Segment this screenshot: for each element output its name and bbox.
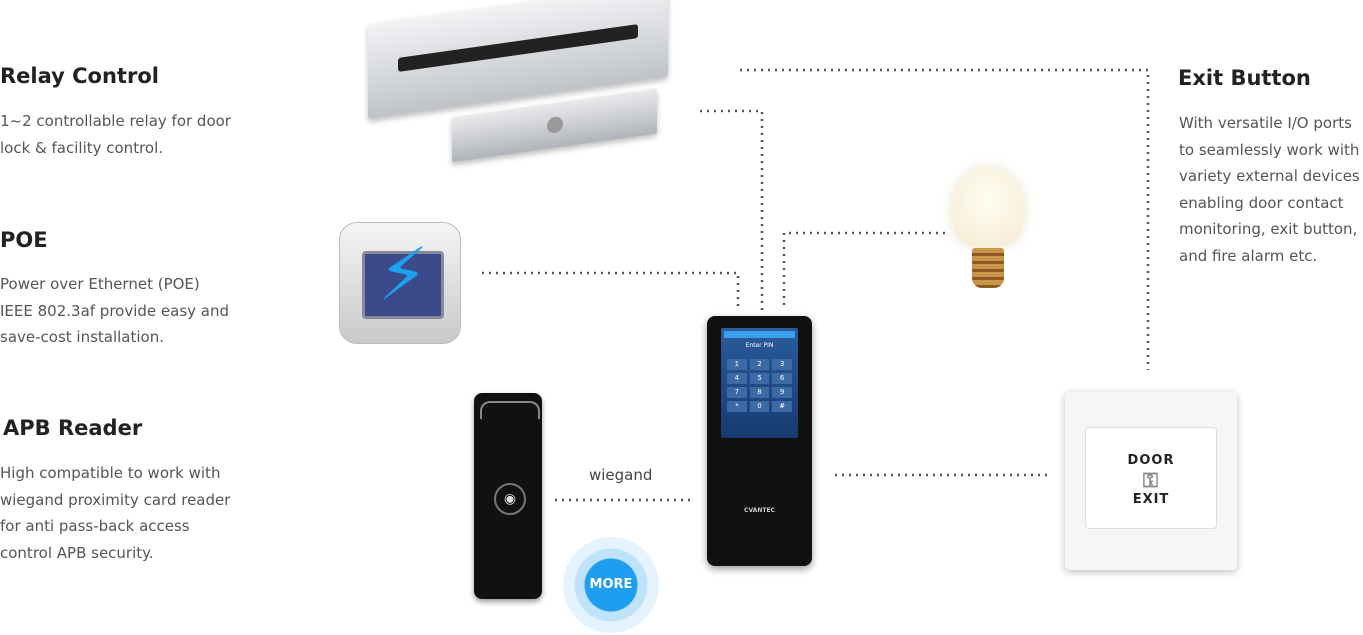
desc-line: lock & facility control. bbox=[0, 138, 164, 157]
exit-door-label: DOOR bbox=[1127, 453, 1175, 468]
poe-image: ⚡ bbox=[339, 222, 461, 344]
desc-line: 1~2 controllable relay for door bbox=[0, 112, 231, 130]
desc-line: Power over Ethernet (POE) bbox=[0, 275, 200, 293]
key: * bbox=[727, 401, 747, 412]
access-terminal-image: Enter PIN 1 2 3 4 5 6 7 8 9 * 0 # CVANTE… bbox=[707, 316, 812, 566]
ethernet-port-icon bbox=[362, 251, 444, 319]
key: 5 bbox=[749, 373, 770, 384]
exit-exit-label: EXIT bbox=[1132, 492, 1170, 507]
more-button[interactable]: MORE bbox=[563, 537, 659, 633]
key: 2 bbox=[749, 359, 770, 370]
wiegand-label: wiegand bbox=[589, 466, 653, 484]
key-icon: ⚿ bbox=[1142, 468, 1160, 492]
desc-line: High compatible to work with bbox=[0, 464, 221, 482]
relay-control-desc: 1~2 controllable relay for door lock & f… bbox=[0, 108, 231, 161]
bulb-base bbox=[972, 248, 1004, 288]
desc-line: IEEE 802.3af provide easy and bbox=[0, 301, 230, 320]
desc-line: for anti pass-back access bbox=[0, 517, 190, 535]
terminal-screen: Enter PIN 1 2 3 4 5 6 7 8 9 * 0 # bbox=[721, 328, 798, 438]
terminal-brand: CVANTEC bbox=[744, 507, 775, 514]
poe-title: POE bbox=[0, 228, 48, 252]
exit-button-image: DOOR ⚿ EXIT bbox=[1065, 392, 1237, 570]
key: 6 bbox=[772, 373, 792, 384]
key: 4 bbox=[727, 373, 747, 384]
key: # bbox=[772, 401, 792, 412]
desc-line: With versatile I/O ports bbox=[1179, 114, 1352, 132]
key: 9 bbox=[772, 387, 792, 398]
line-bulb bbox=[782, 231, 945, 310]
desc-line: to seamlessly work with bbox=[1179, 140, 1360, 159]
key: 7 bbox=[727, 387, 747, 398]
desc-line: save-cost installation. bbox=[0, 328, 165, 346]
apb-reader-image: ◉ bbox=[474, 393, 542, 599]
screen-title: Enter PIN bbox=[745, 342, 774, 349]
key: 1 bbox=[727, 359, 747, 370]
key: 0 bbox=[749, 401, 770, 412]
fingerprint-icon: ◉ bbox=[494, 483, 526, 515]
lightning-icon: ⚡ bbox=[378, 232, 429, 316]
key: 8 bbox=[749, 387, 770, 398]
more-button-label[interactable]: MORE bbox=[589, 577, 633, 592]
exit-button-title: Exit Button bbox=[1178, 66, 1311, 90]
poe-desc: Power over Ethernet (POE) IEEE 802.3af p… bbox=[0, 271, 229, 351]
desc-line: variety external devices bbox=[1179, 167, 1360, 185]
apb-reader-title: APB Reader bbox=[3, 416, 143, 440]
desc-line: monitoring, exit button, bbox=[1179, 220, 1358, 238]
line-relay bbox=[700, 109, 764, 310]
relay-control-title: Relay Control bbox=[0, 64, 159, 88]
keypad: 1 2 3 4 5 6 7 8 9 * 0 # bbox=[721, 349, 798, 412]
exit-button-desc: With versatile I/O ports to seamlessly w… bbox=[1179, 110, 1360, 269]
key: 3 bbox=[772, 359, 792, 370]
desc-line: wiegand proximity card reader bbox=[0, 490, 231, 509]
line-poe bbox=[482, 271, 740, 310]
desc-line: and fire alarm etc. bbox=[1179, 246, 1318, 265]
desc-line: enabling door contact bbox=[1179, 193, 1344, 212]
line-exit-button bbox=[740, 68, 1150, 370]
apb-reader-desc: High compatible to work with wiegand pro… bbox=[0, 460, 230, 566]
desc-line: control APB security. bbox=[0, 543, 154, 562]
light-bulb-icon bbox=[952, 168, 1024, 248]
